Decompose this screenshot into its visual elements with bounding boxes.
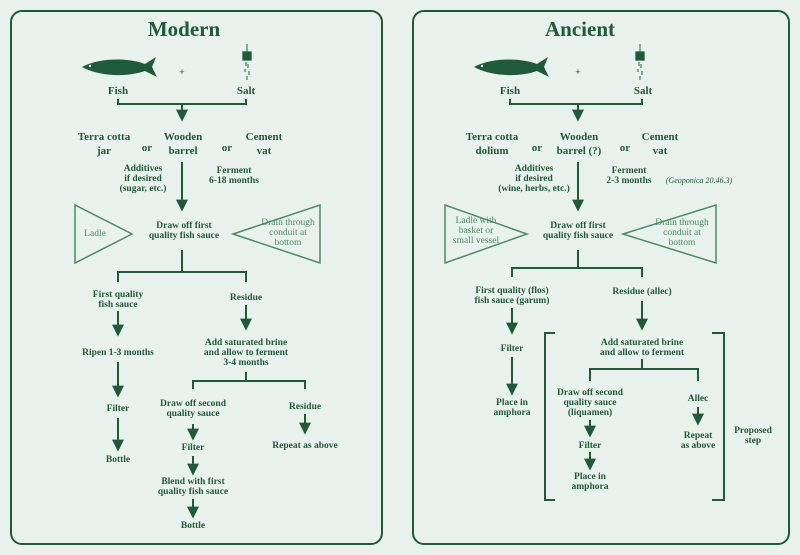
ancient-draw-off-first: Draw off first quality fish sauce [542,221,614,241]
ancient-place-amphora-1: Place in amphora [493,398,531,418]
modern-blend: Blend with first quality fish sauce [157,477,229,497]
modern-additives: Additives if desired (sugar, etc.) [119,164,167,194]
ancient-panel [412,10,790,545]
ancient-salt-icon [635,44,645,80]
modern-filter-1: Filter [106,404,130,414]
modern-draw-off-first: Draw off first quality fish sauce [148,221,220,241]
modern-salt-icon [242,44,252,80]
modern-first-quality: First quality fish sauce [92,290,144,310]
modern-or-2: or [221,142,233,154]
modern-container-vat: Cement vat [245,131,283,157]
modern-bottle-1: Bottle [105,455,131,465]
ancient-connectors [506,99,725,501]
modern-drain: Drain through conduit at bottom [261,218,315,248]
modern-connectors [112,99,311,519]
ancient-drain-triangle [620,203,717,265]
modern-ferment: Ferment 6-18 months [209,166,259,186]
ancient-add-brine: Add saturated brine and allow to ferment [599,338,685,358]
ancient-proposed-step: Proposed step [734,426,772,446]
modern-filter-2: Filter [181,443,205,453]
modern-container-barrel: Wooden barrel [163,131,203,157]
ancient-fish-icon [474,57,549,77]
ancient-ladle: Ladle with basket or small vessel [452,216,500,246]
ancient-residue: Residue (allec) [612,287,672,297]
modern-panel [10,10,383,545]
modern-ladle: Ladle [84,229,106,239]
ancient-filter-2: Filter [578,441,602,451]
ancient-title: Ancient [545,17,615,41]
modern-residue-2: Residue [288,402,322,412]
modern-draw-off-second: Draw off second quality sauce [160,399,226,419]
modern-residue: Residue [229,293,263,303]
ancient-salt-label: Salt [633,85,653,97]
modern-add-brine: Add saturated brine and allow to ferment… [203,338,289,368]
ancient-citation: (Geoponica 20.46.3) [665,176,733,185]
modern-ripen: Ripen 1-3 months [82,348,154,358]
modern-bottle-2: Bottle [180,521,206,531]
modern-title: Modern [147,17,221,41]
ancient-allec: Allec [687,394,709,404]
ancient-container-dolium: Terra cotta dolium [465,131,519,157]
modern-salt-label: Salt [236,85,256,97]
ancient-filter: Filter [500,344,524,354]
ancient-first-quality: First quality (flos) fish sauce (garum) [474,286,550,306]
modern-fish-label: Fish [107,85,129,97]
ancient-additives: Additives if desired (wine, herbs, etc.) [498,164,570,194]
ancient-or-2: or [619,142,631,154]
modern-fish-icon [82,57,157,77]
ancient-ferment: Ferment 2-3 months [606,166,652,186]
ancient-or-1: or [531,142,543,154]
ancient-place-amphora-2: Place in amphora [571,472,609,492]
ancient-container-barrel: Wooden barrel (?) [556,131,602,157]
ancient-plus: + [575,68,581,78]
ancient-draw-off-second: Draw off second quality sauce (liquamen) [557,388,623,418]
ancient-drain: Drain through conduit at bottom [655,218,709,248]
ancient-repeat: Repeat as above [680,431,716,451]
modern-ladle-triangle [74,203,134,265]
modern-or-1: or [141,142,153,154]
modern-drain-triangle [230,203,321,265]
ancient-ladle-triangle [444,203,530,265]
ancient-container-vat: Cement vat [641,131,679,157]
modern-plus: + [179,68,185,78]
ancient-fish-label: Fish [499,85,521,97]
modern-repeat: Repeat as above [272,441,338,451]
modern-container-jar: Terra cotta jar [77,131,131,157]
